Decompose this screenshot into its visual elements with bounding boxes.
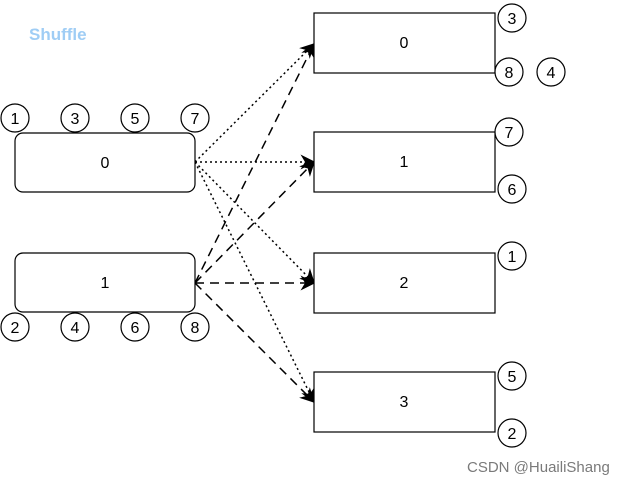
edges-from-source-1 [181, 42, 316, 404]
svg-text:7: 7 [505, 125, 514, 142]
svg-text:1: 1 [508, 249, 517, 266]
watermark: CSDN @HuailiShang [467, 459, 610, 476]
record-circle: 7 [180, 103, 210, 133]
record-circle: 3 [497, 3, 527, 33]
record-circle: 8 [180, 312, 210, 342]
source-0-records: 1 3 5 7 [0, 103, 210, 133]
record-circle: 2 [0, 312, 30, 342]
edge-s1-t0 [194, 42, 315, 284]
target-node-3-label: 3 [400, 394, 409, 411]
record-circle: 1 [497, 241, 527, 271]
svg-text:7: 7 [191, 111, 200, 128]
edge-s1-t3 [194, 282, 316, 404]
edge-s0-t0 [194, 42, 316, 163]
target-node-0-label: 0 [400, 35, 409, 52]
source-node-1: 1 [14, 252, 196, 313]
svg-text:6: 6 [131, 320, 140, 337]
diagram-title: Shuffle [29, 25, 87, 44]
svg-text:8: 8 [505, 65, 514, 82]
source-node-1-label: 1 [101, 275, 110, 292]
source-node-0: 0 [14, 132, 196, 193]
record-circle: 6 [497, 174, 527, 204]
edge-s1-t1 [194, 160, 316, 284]
svg-text:2: 2 [11, 320, 20, 337]
record-circle: 3 [60, 103, 90, 133]
target-1-records: 7 6 [494, 117, 527, 204]
svg-text:6: 6 [508, 182, 517, 199]
record-circle: 5 [497, 361, 527, 391]
target-0-records: 3 8 4 [494, 3, 566, 87]
source-1-records: 2 4 6 8 [0, 312, 210, 342]
record-circle: 2 [497, 418, 527, 448]
record-circle: 4 [60, 312, 90, 342]
record-circle: 4 [536, 57, 566, 87]
svg-text:4: 4 [547, 65, 556, 82]
svg-text:5: 5 [131, 111, 140, 128]
svg-text:2: 2 [508, 426, 517, 443]
record-circle: 1 [0, 103, 30, 133]
svg-text:8: 8 [191, 320, 200, 337]
record-circle: 8 [494, 57, 524, 87]
record-circle: 5 [120, 103, 150, 133]
target-node-1-label: 1 [400, 154, 409, 171]
edge-s0-t2 [194, 161, 316, 285]
record-circle: 7 [494, 117, 524, 147]
record-circle: 6 [120, 312, 150, 342]
edge-s0-t3 [194, 161, 315, 404]
edges-from-source-0 [194, 42, 316, 404]
svg-text:5: 5 [508, 369, 517, 386]
target-2-records: 1 [497, 241, 527, 271]
target-node-2-label: 2 [400, 275, 409, 292]
svg-text:3: 3 [508, 11, 517, 28]
target-node-3: 3 [313, 371, 496, 433]
target-node-2: 2 [313, 252, 496, 314]
target-node-1: 1 [313, 131, 496, 193]
svg-text:3: 3 [71, 111, 80, 128]
source-node-0-label: 0 [101, 155, 110, 172]
svg-text:4: 4 [71, 320, 80, 337]
svg-text:1: 1 [11, 111, 20, 128]
target-node-0: 0 [313, 12, 496, 74]
target-3-records: 5 2 [497, 361, 527, 448]
